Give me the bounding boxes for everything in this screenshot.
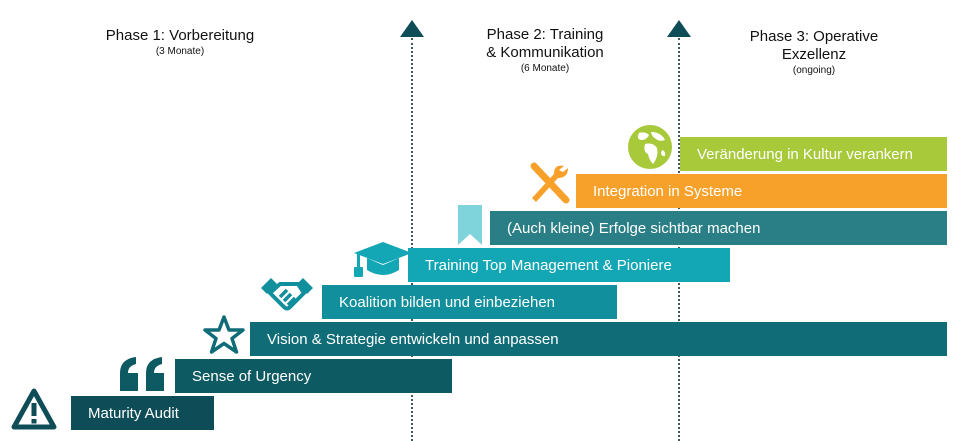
up-arrow-icon xyxy=(667,20,691,37)
step-label: Integration in Systeme xyxy=(593,182,743,200)
step-bar-koalition: Koalition bilden und einbeziehen xyxy=(322,285,617,319)
warning-icon xyxy=(11,388,57,430)
tools-icon xyxy=(530,162,570,204)
step-label: Training Top Management & Pioniere xyxy=(425,256,672,274)
up-arrow-icon xyxy=(400,20,424,37)
phase-2-duration: (6 Monate) xyxy=(520,63,570,74)
phase-1-header: Phase 1: Vorbereitung (3 Monate) xyxy=(80,27,280,58)
handshake-icon xyxy=(261,278,313,311)
quote-icon xyxy=(120,357,164,391)
step-label: Maturity Audit xyxy=(88,404,179,422)
phase-divider-1 xyxy=(411,38,413,441)
step-label: Veränderung in Kultur verankern xyxy=(697,145,913,163)
step-bar-kultur: Veränderung in Kultur verankern xyxy=(680,137,947,171)
phase-3-header: Phase 3: Operative Exzellenz (ongoing) xyxy=(714,28,914,77)
bookmark-icon xyxy=(458,205,482,245)
step-label: (Auch kleine) Erfolge sichtbar machen xyxy=(507,219,761,237)
phase-1-duration: (3 Monate) xyxy=(155,46,205,57)
step-bar-erfolge: (Auch kleine) Erfolge sichtbar machen xyxy=(490,211,947,245)
phase-3-duration: (ongoing) xyxy=(792,65,836,76)
star-icon xyxy=(203,315,245,354)
globe-icon xyxy=(628,125,672,169)
phase-2-title: Phase 2: Training & Kommunikation xyxy=(486,26,604,61)
graduation-cap-icon xyxy=(354,242,412,277)
step-bar-training: Training Top Management & Pioniere xyxy=(408,248,730,282)
phase-2-header: Phase 2: Training & Kommunikation (6 Mon… xyxy=(445,26,645,75)
step-bar-maturity-audit: Maturity Audit xyxy=(71,396,214,430)
step-label: Koalition bilden und einbeziehen xyxy=(339,293,556,311)
phase-3-title: Phase 3: Operative Exzellenz xyxy=(749,28,879,63)
step-bar-sense-of-urgency: Sense of Urgency xyxy=(175,359,452,393)
phase-1-title: Phase 1: Vorbereitung xyxy=(105,27,255,44)
step-bar-vision-strategie: Vision & Strategie entwickeln und anpass… xyxy=(250,322,947,356)
step-label: Vision & Strategie entwickeln und anpass… xyxy=(267,330,559,348)
step-bar-integration: Integration in Systeme xyxy=(576,174,947,208)
step-label: Sense of Urgency xyxy=(192,367,312,385)
